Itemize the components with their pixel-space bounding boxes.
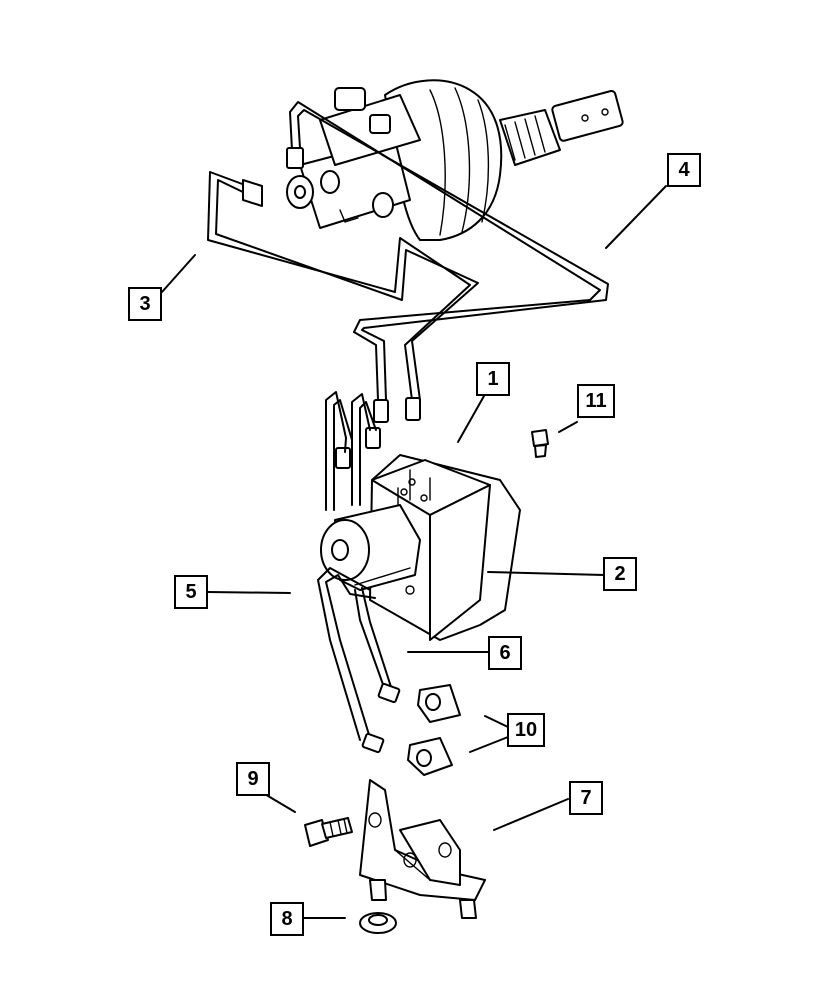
callout-10: 10 xyxy=(507,713,545,747)
brake-line-4 xyxy=(286,101,609,401)
screw xyxy=(531,429,549,458)
callout-9: 9 xyxy=(236,762,270,796)
callout-8: 8 xyxy=(270,902,304,936)
isolator-bushings xyxy=(407,684,461,776)
callout-7: 7 xyxy=(569,781,603,815)
master-cylinder-booster-drawing xyxy=(286,79,624,241)
abs-hcu-module xyxy=(369,454,521,641)
callout-1: 1 xyxy=(476,362,510,396)
callout-6: 6 xyxy=(488,636,522,670)
brake-line-5 xyxy=(317,567,401,754)
brake-line-3 xyxy=(207,171,479,401)
callout-3: 3 xyxy=(128,287,162,321)
leader-lines xyxy=(161,185,667,919)
callout-11: 11 xyxy=(577,384,615,418)
grommet xyxy=(359,912,397,934)
callout-2: 2 xyxy=(603,557,637,591)
callout-5: 5 xyxy=(174,575,208,609)
hcu-side-lines xyxy=(325,391,377,511)
line-fittings xyxy=(335,397,421,469)
mounting-bracket xyxy=(359,779,486,919)
callout-4: 4 xyxy=(667,153,701,187)
mounting-bolt xyxy=(304,817,353,847)
